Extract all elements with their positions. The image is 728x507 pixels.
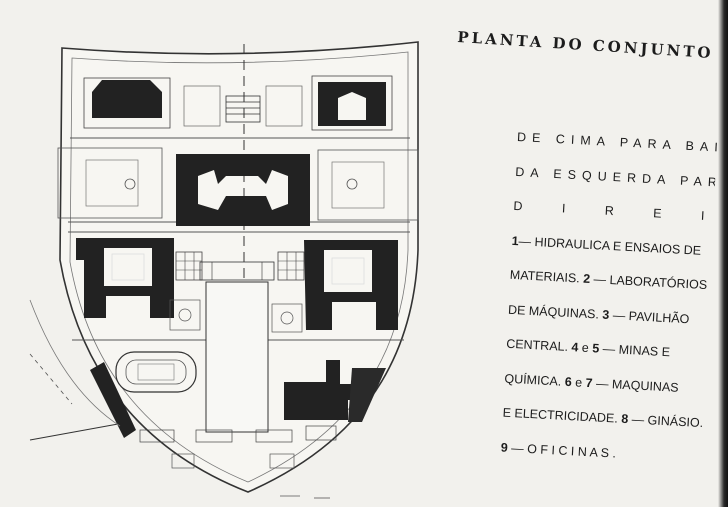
garden-lower-left bbox=[169, 299, 201, 331]
approach-line-1 bbox=[29, 423, 119, 441]
building-top-right bbox=[318, 82, 386, 126]
building-lower-right-strip bbox=[348, 368, 386, 422]
building-center-large bbox=[176, 154, 310, 226]
building-top-left bbox=[92, 80, 162, 118]
courtyard-left bbox=[57, 147, 163, 219]
legend-caption: DE CIMA PARA BAIXO E DA ESQUERDA PARA A … bbox=[500, 120, 717, 475]
approach-line-2 bbox=[29, 353, 73, 405]
outbuilding-4 bbox=[305, 425, 337, 441]
grid-block-left bbox=[175, 251, 203, 281]
sports-track bbox=[115, 351, 197, 393]
grid-block-right bbox=[277, 251, 305, 281]
building-top-right-outline bbox=[311, 75, 393, 131]
building-lower-left bbox=[90, 362, 136, 438]
central-corridor bbox=[205, 281, 269, 433]
outbuilding-2 bbox=[195, 429, 233, 443]
building-mid-left bbox=[76, 238, 174, 318]
page-edge-shadow bbox=[718, 0, 728, 507]
courtyard-right bbox=[317, 149, 419, 221]
stairs-top bbox=[225, 95, 261, 123]
garden-top-right bbox=[265, 85, 303, 127]
garden-top-left bbox=[183, 85, 221, 127]
approach-curve bbox=[29, 299, 121, 427]
building-mid-right bbox=[304, 240, 398, 330]
garden-lower-right bbox=[271, 303, 303, 333]
building-top-left-outline bbox=[83, 77, 171, 129]
building-lower-right bbox=[284, 360, 368, 420]
outbuilding-1 bbox=[139, 429, 175, 443]
outbuilding-3 bbox=[255, 429, 293, 443]
